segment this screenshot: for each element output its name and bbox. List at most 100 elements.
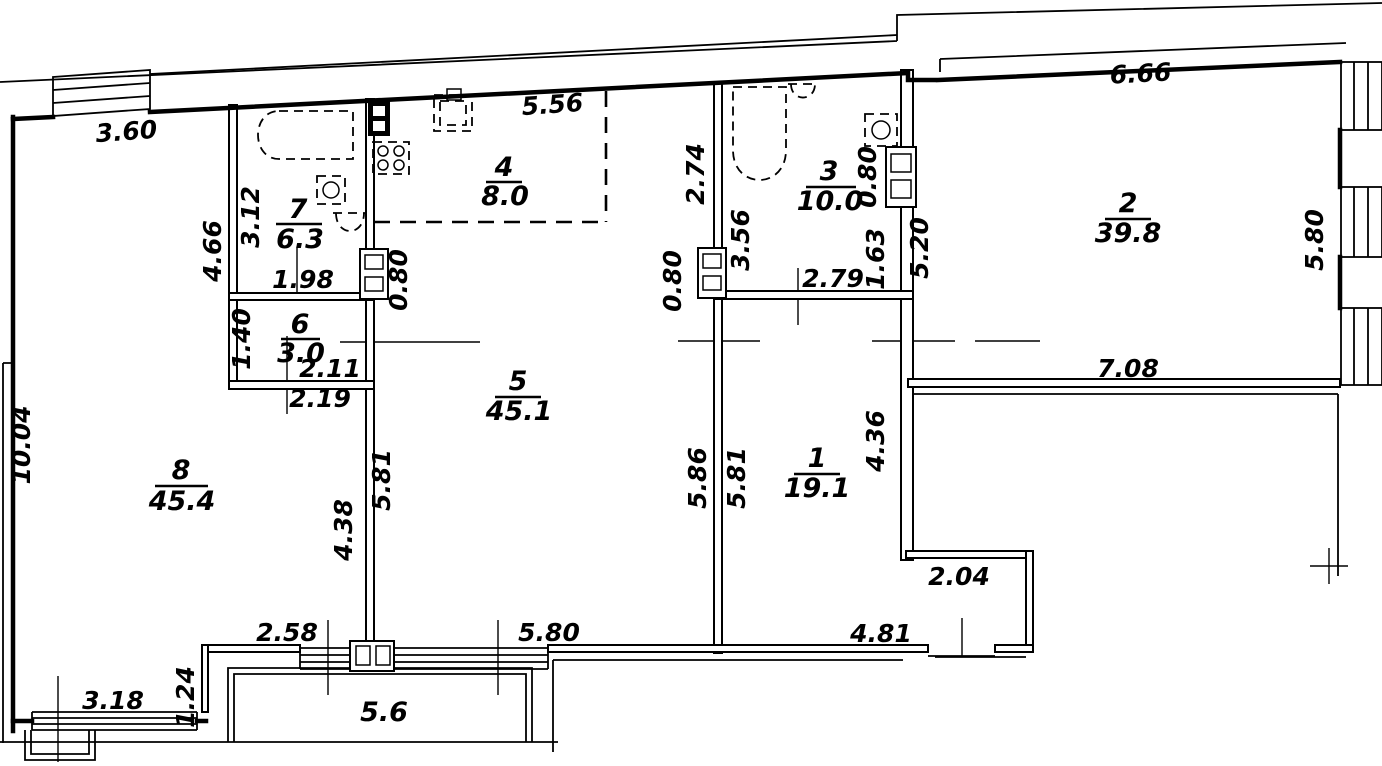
windows-room2-right <box>1340 61 1382 386</box>
burner <box>393 145 405 157</box>
window-mullions <box>52 82 151 104</box>
door-leaf <box>355 645 371 666</box>
wall <box>228 380 375 390</box>
room-3-label: 3 10.0 <box>797 156 864 217</box>
window-mullions <box>1353 187 1369 257</box>
room-8-label: 8 45.4 <box>148 455 216 517</box>
burner <box>393 159 405 171</box>
dim-room1-left: 5.81 <box>722 447 751 509</box>
lower-terrace-outline <box>552 656 1026 752</box>
balcony-area-label: 5.6 <box>360 697 408 728</box>
stove-body <box>372 141 410 175</box>
wall <box>1025 550 1034 653</box>
room-area: 45.4 <box>148 486 216 517</box>
terrace-outline <box>913 393 1339 576</box>
window-bottom-left <box>31 711 198 731</box>
room-6-label: 6 3.0 <box>277 309 325 369</box>
wall <box>907 378 1341 388</box>
dim-room6-width-a: 2.11 <box>299 354 361 383</box>
dim-room4-top: 5.56 <box>521 88 585 121</box>
dim-room1-nook: 2.04 <box>928 562 990 591</box>
fixtures <box>257 83 898 232</box>
window-frame <box>299 647 549 670</box>
door-room3 <box>697 247 727 299</box>
burner <box>377 145 389 157</box>
vent-duct <box>373 106 385 116</box>
dim-room8-step-height: 1.24 <box>171 666 200 728</box>
window-bay-outline <box>24 730 96 761</box>
wall <box>905 550 1034 559</box>
kitchen-zone-boundary <box>374 91 608 224</box>
door-leaf <box>890 179 912 199</box>
room2-outer-line <box>939 42 1347 72</box>
washer-body <box>864 113 898 147</box>
window-bottom-room5 <box>299 647 549 670</box>
dim-top-left-window: 3.60 <box>95 115 159 148</box>
door-leaf <box>375 645 391 666</box>
door-leaf <box>364 254 384 270</box>
dim-room2-left: 5.20 <box>905 217 934 279</box>
washing-machine-icon <box>316 175 346 205</box>
washer-body <box>316 175 346 205</box>
room-number: 3 <box>820 156 839 187</box>
bathtub-icon <box>257 110 354 160</box>
dim-room6-width-b: 2.19 <box>289 384 351 413</box>
wall <box>900 69 914 561</box>
washer-drum <box>871 120 891 140</box>
wall <box>228 292 375 301</box>
room-2-label: 2 39.8 <box>1095 188 1162 249</box>
door-room2 <box>885 146 917 208</box>
dim-room8-step-width: 2.58 <box>256 618 318 647</box>
top-wall <box>10 59 1343 122</box>
shower-tub-icon <box>732 86 787 181</box>
dim-room5-left: 5.81 <box>367 449 396 511</box>
room-area: 8.0 <box>481 181 529 212</box>
dim-room5-right: 5.86 <box>683 447 712 509</box>
sink-icon <box>333 212 367 232</box>
door-leaf <box>890 153 912 173</box>
door-balcony <box>349 640 395 672</box>
dim-room3-left: 3.56 <box>726 209 755 271</box>
washing-machine-icon <box>864 113 898 147</box>
building-roof-inner-line <box>149 34 898 75</box>
door-leaf <box>702 253 722 269</box>
exterior-walls <box>10 59 1343 734</box>
vent-duct <box>373 121 385 131</box>
dim-room8-wall: 4.38 <box>329 499 358 562</box>
room-7-label: 7 6.3 <box>276 194 324 255</box>
dim-room3-right: 1.63 <box>861 228 890 290</box>
window-mullions <box>1353 308 1369 385</box>
sink-outer <box>433 94 473 132</box>
dim-room2-top: 6.66 <box>1109 57 1172 89</box>
window-frame <box>1340 61 1382 131</box>
room-area: 10.0 <box>797 186 864 217</box>
window-mullions <box>1353 62 1369 130</box>
dim-room7-bottom: 1.98 <box>272 265 334 294</box>
stove-icon <box>372 141 410 175</box>
doors <box>349 146 917 672</box>
burner <box>377 159 389 171</box>
dim-room1-right: 4.36 <box>861 410 890 473</box>
window-top-left <box>52 69 151 117</box>
dim-room2-right: 5.80 <box>1300 209 1329 271</box>
room-number: 1 <box>808 443 827 474</box>
dim-room3-bottom: 2.79 <box>802 264 864 293</box>
room-4-label: 4 8.0 <box>481 152 529 212</box>
door-room7 <box>359 248 389 300</box>
wall <box>201 644 209 713</box>
room-area: 6.3 <box>276 224 324 255</box>
room-number: 4 <box>494 152 514 183</box>
dim-room8-left: 10.04 <box>7 405 36 484</box>
room-number: 6 <box>291 309 310 340</box>
dim-room8-right: 4.66 <box>198 220 227 283</box>
dim-room2-bottom: 7.08 <box>1097 354 1159 383</box>
dim-room1-bottom: 4.81 <box>849 619 912 648</box>
windows <box>31 61 1382 731</box>
vent-shaft <box>368 100 390 136</box>
dim-room2-door: 0.80 <box>853 146 882 208</box>
dim-room8-bottom-window: 3.18 <box>82 686 144 715</box>
washer-drum <box>322 181 340 199</box>
room-number: 8 <box>172 455 191 486</box>
room-1-label: 1 19.1 <box>784 443 851 504</box>
